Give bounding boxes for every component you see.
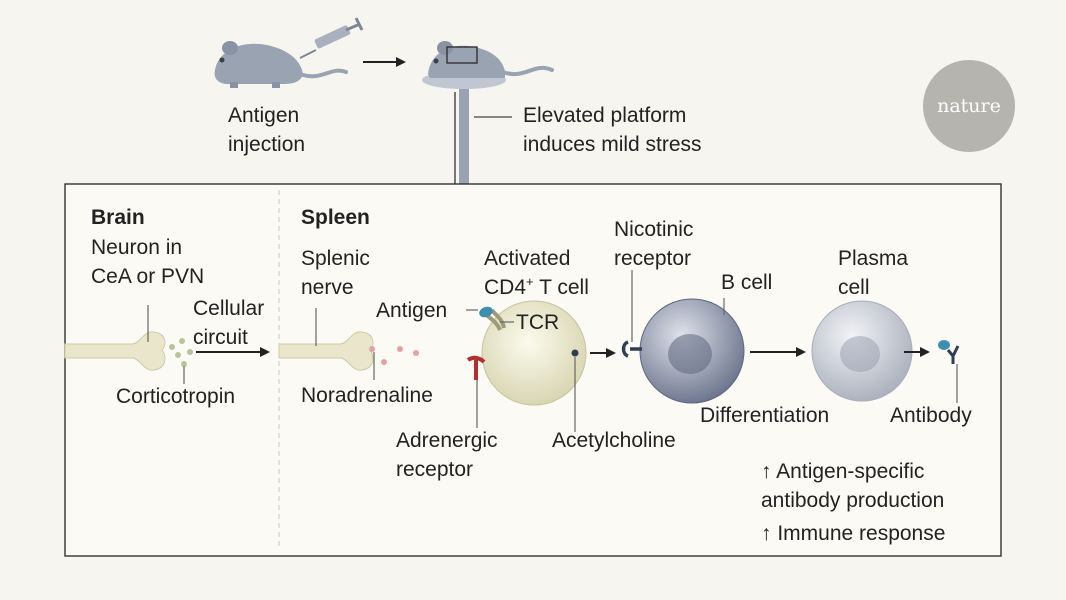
outcome-line: ↑ Antigen-specific [761,460,925,483]
label-line: nerve [301,276,354,299]
elevated-platform-icon [422,41,554,186]
acetylcholine-dot [571,349,579,357]
noradrenaline-dots [369,346,419,365]
nicotinic-receptor-icon [621,340,642,358]
heading-spleen: Spleen [301,206,370,229]
label-line: Nicotinic [614,218,694,241]
label-corticotropin: Corticotropin [116,385,236,408]
label-line: receptor [396,458,474,481]
antibody-icon [938,340,960,364]
label-line: circuit [193,326,248,349]
label-line: Splenic [301,247,370,270]
label-elevated-platform: Elevated platform induces mild stress [523,101,702,159]
label-noradrenaline: Noradrenaline [301,384,433,407]
label-adrenergic-receptor: Adrenergic receptor [396,426,498,484]
label-part: CD4 [484,276,527,299]
mouse-injection-icon [214,41,348,88]
nature-logo: nature [923,60,1015,152]
antigen-icon [479,306,493,318]
label-line: induces mild stress [523,133,702,156]
label-line: injection [228,133,306,156]
heading-brain: Brain [91,206,145,229]
label-antibody: Antibody [890,404,972,427]
label-line: Activated [484,247,571,270]
label-neuron: Neuron in CeA or PVN [91,233,204,291]
adrenergic-receptor-icon [466,355,486,380]
label-activated-t-cell: Activated CD4+ T cell [484,244,589,302]
label-line: Neuron in [91,236,183,259]
label-line: cell [838,276,870,299]
label-line: Plasma [838,247,909,270]
label-b-cell: B cell [721,271,773,294]
label-part: T cell [533,276,589,299]
outcome-line: ↑ Immune response [761,522,946,545]
label-acetylcholine: Acetylcholine [552,429,676,452]
label-line: Cellular [193,297,265,320]
t-cell [481,300,587,406]
outcome-line: antibody production [761,489,945,512]
label-line: Antigen [228,104,300,127]
outcome-text: ↑ Antigen-specific antibody production ↑… [761,457,945,548]
label-differentiation: Differentiation [700,404,830,427]
label-line: receptor [614,247,692,270]
label-line: Adrenergic [396,429,498,452]
label-plasma-cell: Plasma cell [838,244,908,302]
brain-neuron-shape [64,331,166,371]
label-antigen-injection: Antigen injection [228,101,305,159]
syringe-icon [299,17,364,59]
label-line: Elevated platform [523,104,687,127]
label-splenic-nerve: Splenic nerve [301,244,370,302]
label-line: CD4+ T cell [484,273,589,302]
label-antigen: Antigen [376,299,448,322]
label-tcr: TCR [516,311,560,334]
superscript-plus: + [526,274,534,289]
label-cellular-circuit: Cellular circuit [193,294,264,352]
label-line: CeA or PVN [91,265,205,288]
corticotropin-dots [169,338,193,367]
label-nicotinic-receptor: Nicotinic receptor [614,215,693,273]
